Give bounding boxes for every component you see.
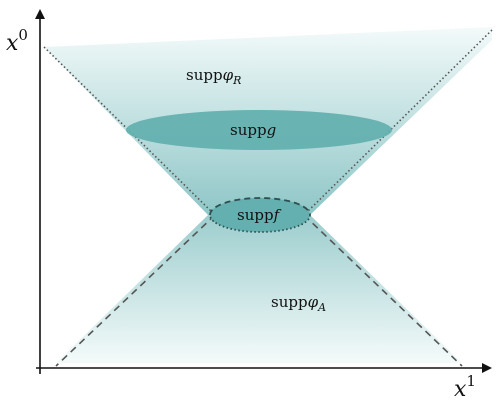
cone-boundary-left-lower: [55, 214, 216, 367]
supp-f-label: suppf: [237, 206, 282, 224]
retarded-support-label: suppφR: [186, 66, 241, 87]
cone-boundary-right-lower: [303, 214, 463, 367]
y-axis-label: x0: [6, 26, 28, 56]
supp-g-ellipse: [126, 110, 392, 150]
supp-g-label: suppg: [230, 121, 276, 139]
advanced-support-label: suppφA: [271, 293, 326, 314]
supp-f-ellipse: [210, 198, 310, 232]
advanced-support-region: [56, 215, 462, 363]
supp-f-boundary-lower: [209, 214, 311, 233]
x-axis-label: x1: [454, 372, 476, 401]
supp-f-boundary-upper: [209, 197, 311, 216]
